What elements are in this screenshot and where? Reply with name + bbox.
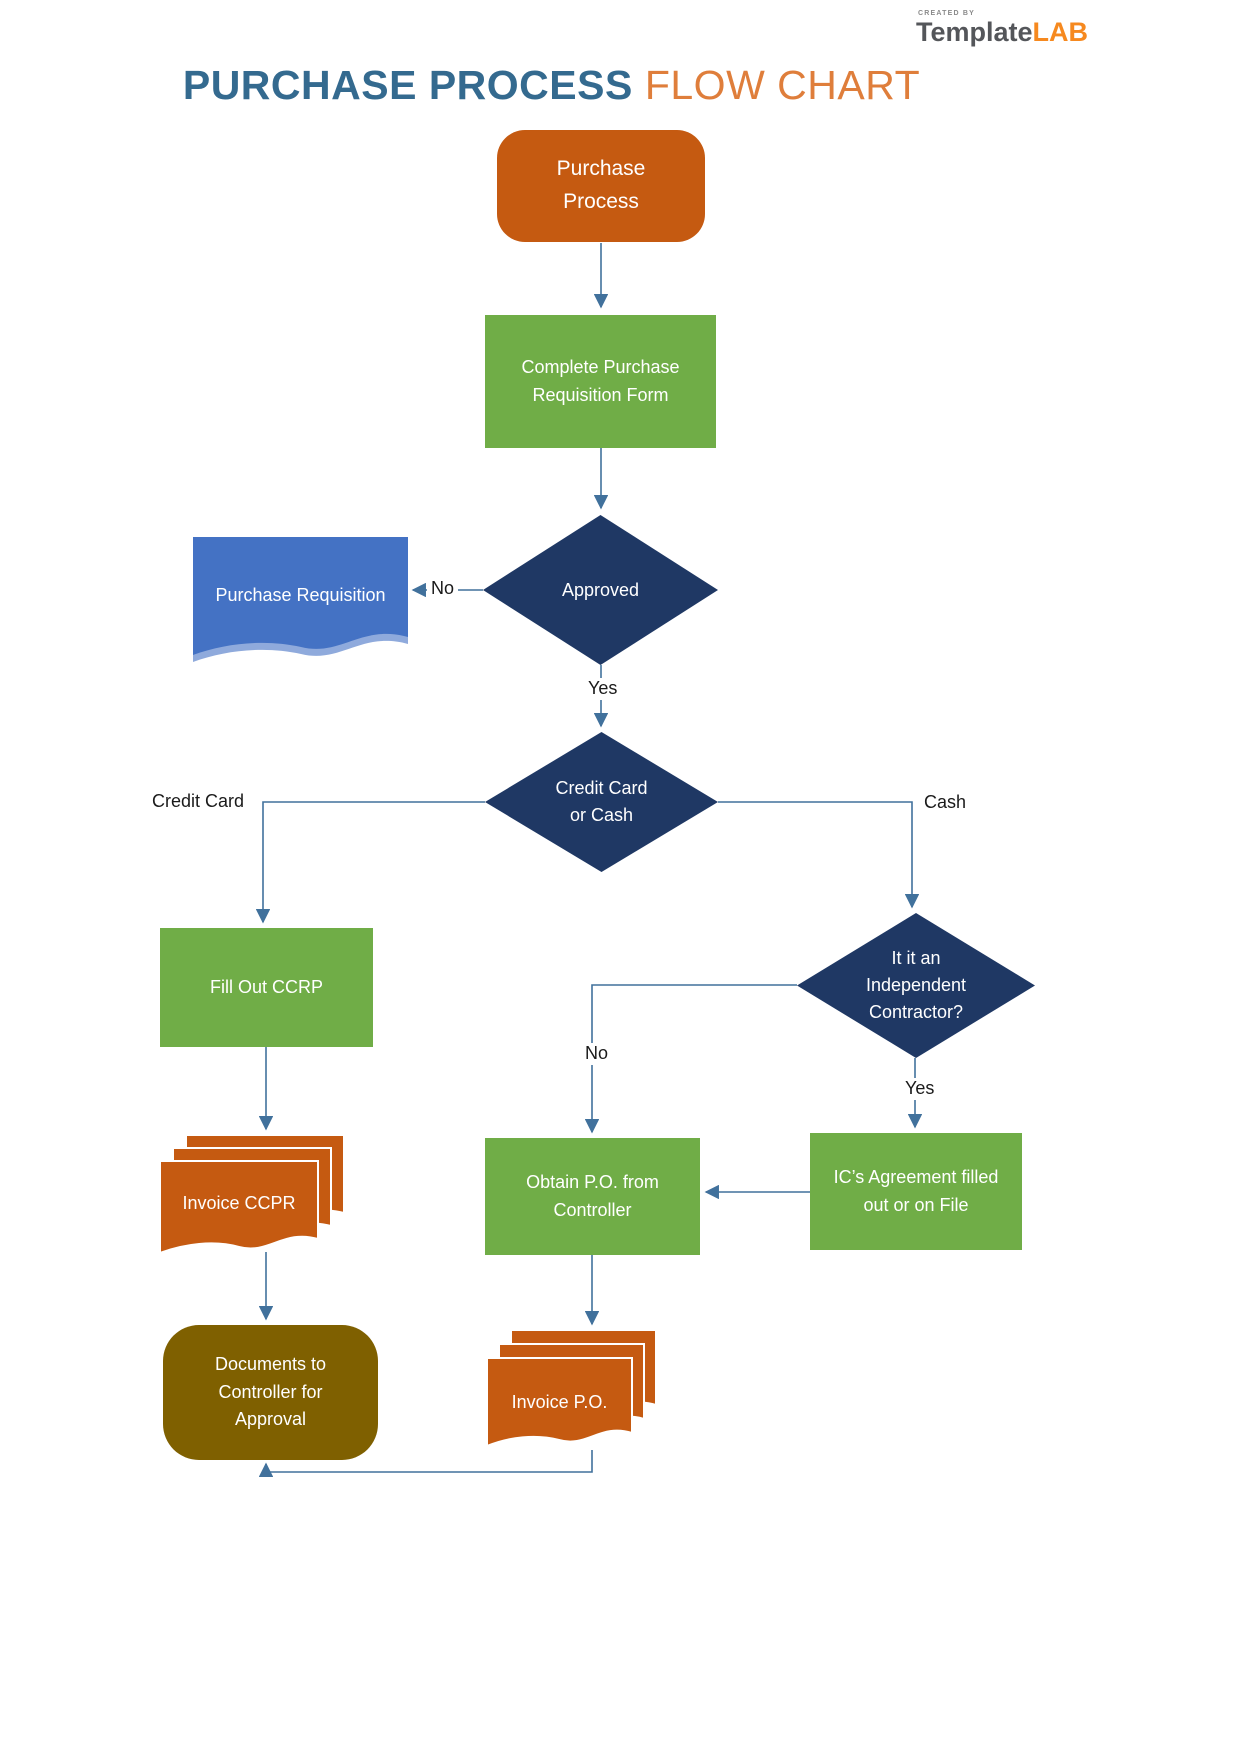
edge-label-contractor-yes: Yes bbox=[901, 1078, 939, 1100]
node-approved-label: Approved bbox=[561, 579, 640, 600]
node-purchase-process: Purchase Process bbox=[497, 130, 705, 242]
node-documents-to-controller: Documents to Controller for Approval bbox=[163, 1325, 378, 1460]
node-fill-ccrp-label: Fill Out CCRP bbox=[209, 976, 323, 997]
node-documents-to-controller-label: Documents to Controller for Approval bbox=[214, 1353, 327, 1430]
connector-creditcard-to-fillccrp bbox=[255, 801, 485, 924]
templatelab-logo: CREATED BY TemplateLAB bbox=[916, 10, 1088, 47]
node-purchase-requisition-document: Purchase Requisition bbox=[193, 537, 408, 663]
connector-contractor-no-to-obtainpo bbox=[584, 984, 797, 1134]
node-invoice-ccpr-label: Invoice CCPR bbox=[182, 1193, 296, 1213]
edge-label-approved-no: No bbox=[427, 578, 459, 600]
node-credit-card-or-cash-decision: Credit Card or Cash bbox=[485, 732, 718, 872]
edge-label-cash: Cash bbox=[920, 792, 971, 814]
edge-label-credit-card: Credit Card bbox=[148, 791, 249, 813]
connector-cash-to-contractor bbox=[718, 801, 920, 909]
page-title-primary: PURCHASE PROCESS bbox=[182, 62, 633, 108]
node-ic-agreement: IC’s Agreement filled out or on File bbox=[810, 1133, 1022, 1250]
logo-brand: TemplateLAB bbox=[916, 17, 1088, 47]
node-complete-purchase-requisition-form: Complete Purchase Requisition Form bbox=[485, 315, 716, 448]
logo-brand-lab: LAB bbox=[1032, 17, 1089, 47]
page-title-secondary: FLOW CHART bbox=[644, 62, 921, 108]
node-invoice-po-documents: Invoice P.O. bbox=[486, 1329, 657, 1452]
node-ic-agreement-label: IC’s Agreement filled out or on File bbox=[833, 1166, 999, 1215]
document-page-front bbox=[486, 1357, 633, 1448]
node-independent-contractor-decision: It it an Independent Contractor? bbox=[797, 913, 1035, 1058]
invoice-ccpr-doc-shape bbox=[159, 1134, 345, 1255]
edge-label-contractor-no: No bbox=[581, 1043, 613, 1065]
node-invoice-ccpr-documents: Invoice CCPR bbox=[159, 1134, 346, 1257]
edge-label-approved-yes: Yes bbox=[584, 678, 622, 700]
node-fill-out-ccrp: Fill Out CCRP bbox=[160, 928, 373, 1047]
document-shape bbox=[193, 537, 408, 655]
node-purchase-requisition-label: Purchase Requisition bbox=[215, 585, 386, 605]
node-obtain-po-from-controller: Obtain P.O. from Controller bbox=[485, 1138, 700, 1255]
node-obtain-po-label: Obtain P.O. from Controller bbox=[526, 1171, 659, 1220]
node-independent-contractor-label: It it an Independent Contractor? bbox=[865, 948, 967, 1022]
node-purchase-process-label: Purchase Process bbox=[556, 157, 646, 213]
node-invoice-po-label: Invoice P.O. bbox=[511, 1392, 608, 1412]
logo-brand-template: Template bbox=[916, 17, 1033, 47]
logo-created-by: CREATED BY bbox=[918, 10, 975, 17]
purchase-requisition-doc-shape bbox=[193, 537, 408, 662]
node-approved-decision: Approved bbox=[483, 515, 718, 665]
invoice-po-doc-shape bbox=[486, 1329, 657, 1448]
document-page-front bbox=[159, 1160, 319, 1255]
node-complete-form-label: Complete Purchase Requisition Form bbox=[521, 356, 680, 405]
node-credit-or-cash-label: Credit Card or Cash bbox=[555, 778, 648, 825]
